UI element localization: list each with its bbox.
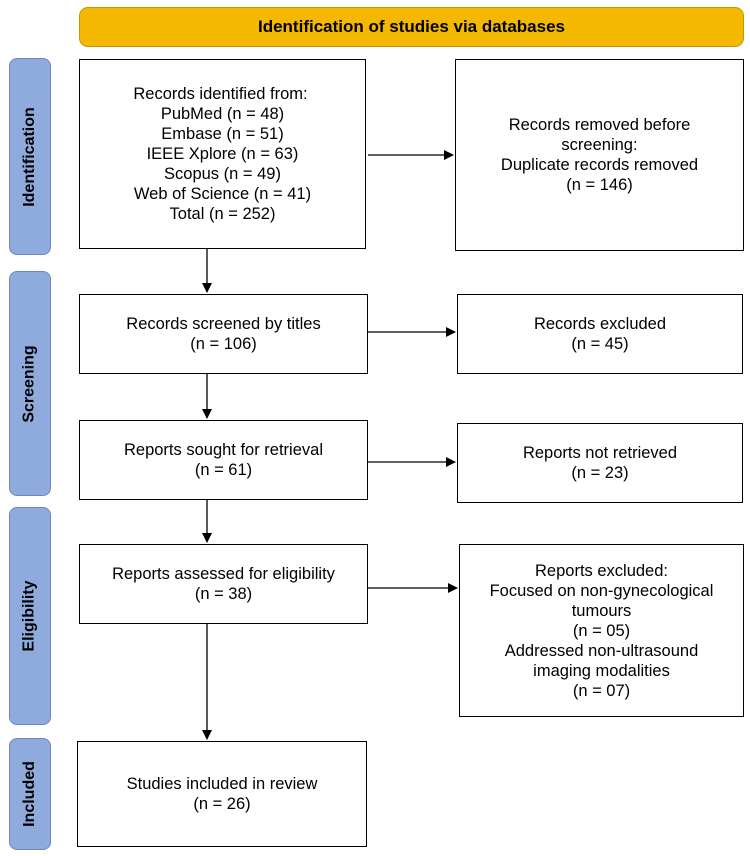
records-identified-line: Total (n = 252) [169,205,276,223]
reports-assessed-line: (n = 38) [194,585,253,603]
reports-assessed-line: Reports assessed for eligibility [112,565,335,583]
phase-identification: Identification [9,58,51,255]
identification-header-banner: Identification of studies via databases [79,7,744,47]
records-identified-line: Embase (n = 51) [161,125,284,143]
reports-sought-box: Reports sought for retrieval (n = 61) [79,420,368,500]
phase-eligibility: Eligibility [9,507,51,725]
records-identified-box: Records identified from: PubMed (n = 48)… [79,59,366,249]
records-excluded-line: Records excluded [533,315,667,333]
records-identified-heading: Records identified from: [133,85,308,103]
reports-excluded-line: (n = 07) [572,681,631,700]
reports-assessed-box: Reports assessed for eligibility (n = 38… [79,544,368,624]
records-removed-line: screening: [561,136,638,154]
records-excluded-box: Records excluded (n = 45) [457,294,743,374]
reports-excluded-line: Reports excluded: [535,561,668,580]
reports-excluded-line: tumours [571,601,632,620]
records-excluded-line: (n = 45) [571,335,629,353]
reports-excluded-line: Addressed non-ultrasound [504,641,699,660]
reports-not-retrieved-box: Reports not retrieved (n = 23) [457,423,743,503]
reports-excluded-line: (n = 05) [572,621,631,640]
studies-included-box: Studies included in review (n = 26) [77,741,367,847]
header-title: Identification of studies via databases [257,17,566,36]
records-identified-line: Scopus (n = 49) [164,165,281,183]
records-removed-line: (n = 146) [566,176,633,194]
reports-not-retrieved-line: (n = 23) [571,464,629,482]
records-identified-line: PubMed (n = 48) [160,105,285,123]
reports-excluded-line: imaging modalities [533,661,670,680]
phase-screening: Screening [9,271,51,496]
reports-sought-line: (n = 61) [194,461,253,479]
reports-sought-line: Reports sought for retrieval [123,441,323,459]
studies-included-line: Studies included in review [126,775,318,793]
records-screened-line: (n = 106) [190,335,257,353]
reports-not-retrieved-line: Reports not retrieved [522,444,678,462]
reports-excluded-box: Reports excluded: Focused on non-gynecol… [459,544,744,717]
reports-excluded-line: Focused on non-gynecological [489,581,714,600]
records-removed-box: Records removed before screening: Duplic… [455,59,744,251]
records-removed-line: Duplicate records removed [500,156,699,174]
studies-included-line: (n = 26) [193,795,251,813]
records-identified-line: Web of Science (n = 41) [133,185,312,203]
records-identified-line: IEEE Xplore (n = 63) [146,145,299,163]
records-screened-line: Records screened by titles [126,315,321,333]
records-removed-line: Records removed before [508,116,691,134]
phase-included: Included [9,738,51,850]
records-screened-box: Records screened by titles (n = 106) [79,294,368,374]
